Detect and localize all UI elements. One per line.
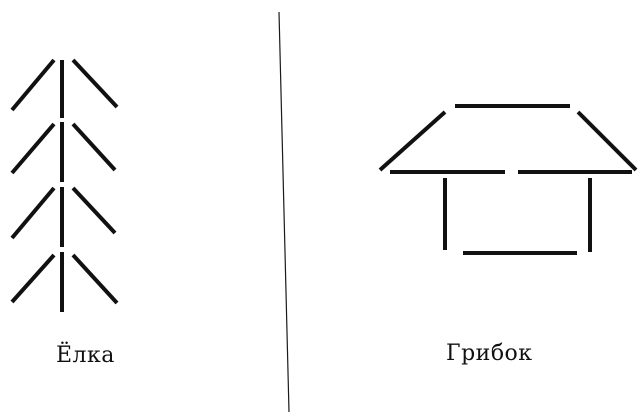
tree-branch-left (12, 60, 54, 110)
mushroom-cap-right-stick (578, 112, 636, 170)
tree-branch-right (73, 255, 117, 303)
mushroom-cap-left-stick (380, 112, 445, 170)
tree-branch-right (73, 60, 117, 107)
tree-branch-left (12, 255, 54, 302)
tree-branch-right (73, 124, 115, 170)
tree-branch-left (12, 188, 54, 238)
tree-branch-left (12, 124, 54, 173)
tree-caption: Ёлка (56, 343, 115, 368)
mushroom-figure (380, 106, 636, 253)
divider-line (279, 12, 289, 412)
tree-branch-right (73, 188, 115, 233)
mushroom-caption: Грибок (446, 341, 533, 366)
tree-figure (12, 60, 117, 312)
